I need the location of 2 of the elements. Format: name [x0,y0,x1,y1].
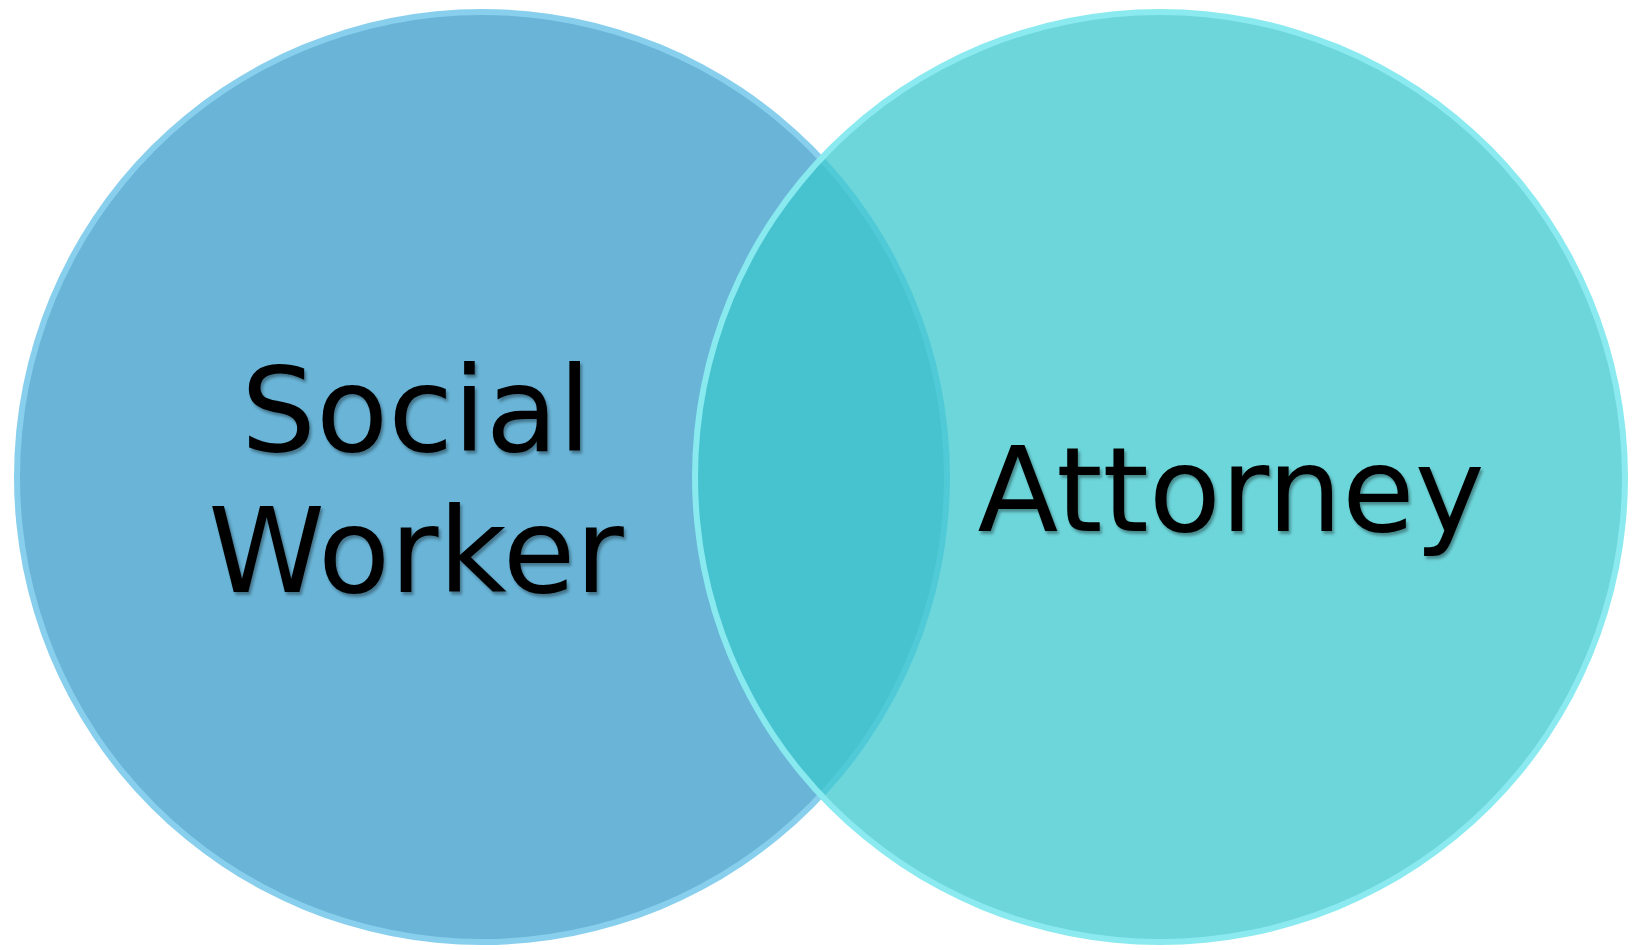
circle-label: Social Worker [207,339,625,623]
circle-label: Attorney [976,420,1486,561]
